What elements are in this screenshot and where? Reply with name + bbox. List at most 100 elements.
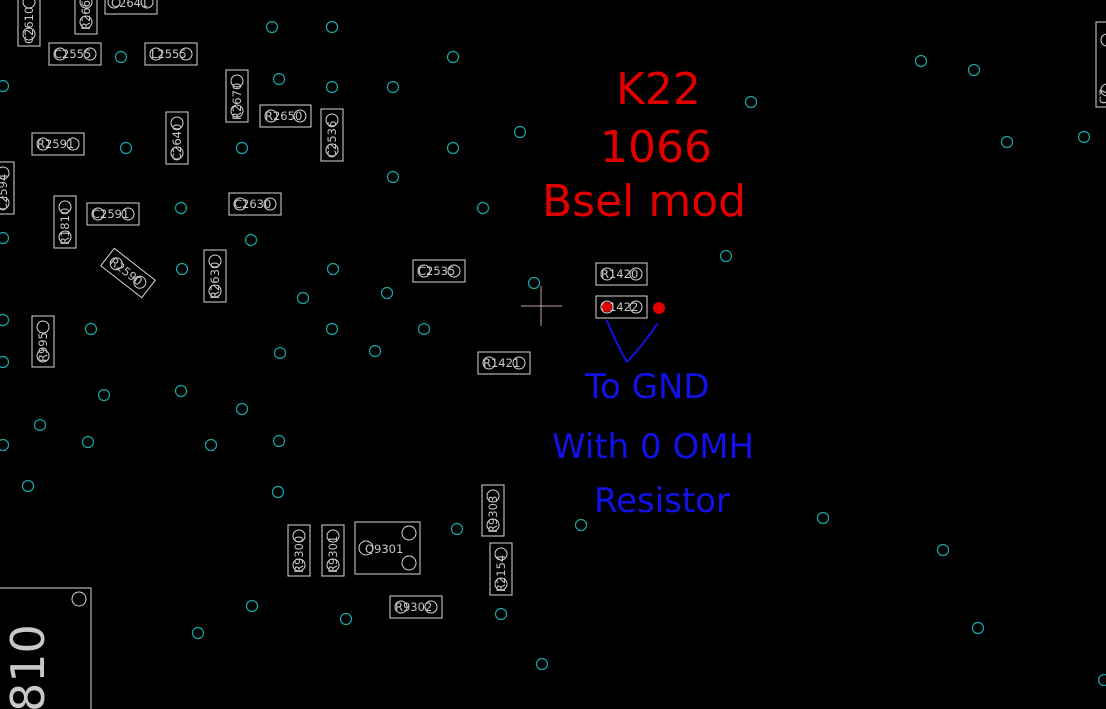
- component-c2591[interactable]: C2591: [86, 202, 140, 226]
- via: [0, 313, 10, 327]
- via: [417, 322, 431, 336]
- component-ic-810[interactable]: 810: [0, 587, 92, 709]
- component-r9302[interactable]: R9302: [389, 595, 443, 619]
- svg-text:R995: R995: [36, 332, 50, 362]
- via: [494, 607, 508, 621]
- component-r2650[interactable]: R2650: [259, 104, 312, 128]
- via: [21, 479, 35, 493]
- svg-text:C2535: C2535: [418, 264, 455, 278]
- component-r1810[interactable]: R1810: [53, 195, 77, 249]
- annotation-red-line-3: Bsel mod: [542, 176, 746, 227]
- via: [325, 80, 339, 94]
- via: [914, 54, 928, 68]
- via: [476, 201, 490, 215]
- svg-text:R2591: R2591: [37, 137, 74, 151]
- svg-text:R2650: R2650: [265, 109, 302, 123]
- svg-text:R2154: R2154: [494, 555, 508, 592]
- component-r9300[interactable]: R9300: [287, 524, 311, 577]
- via: [271, 485, 285, 499]
- svg-text:R2630: R2630: [208, 262, 222, 299]
- svg-text:C2594: C2594: [0, 174, 10, 211]
- component-r1420[interactable]: R1420: [595, 262, 648, 286]
- component-c2536[interactable]: C2536: [320, 108, 344, 162]
- via: [527, 276, 541, 290]
- svg-text:C7: C7: [1097, 89, 1106, 104]
- annotation-red: K22 1066 Bsel mod: [542, 64, 746, 314]
- svg-text:C2555: C2555: [54, 47, 91, 61]
- via: [174, 384, 188, 398]
- svg-text:R2590: R2590: [107, 255, 145, 289]
- via: [265, 20, 279, 34]
- component-l2555[interactable]: L2555: [144, 42, 198, 66]
- annotation-red-line-1: K22: [616, 64, 701, 115]
- component-c7[interactable]: C7: [1095, 21, 1106, 108]
- svg-text:R1421: R1421: [483, 356, 520, 370]
- via: [235, 141, 249, 155]
- component-r2591[interactable]: R2591: [31, 132, 85, 156]
- via: [0, 79, 10, 93]
- svg-text:R9303: R9303: [486, 496, 500, 533]
- component-c2555[interactable]: C2555: [48, 42, 102, 66]
- svg-text:C2591: C2591: [92, 207, 129, 221]
- via: [386, 170, 400, 184]
- via: [325, 322, 339, 336]
- via-field: [0, 20, 1106, 687]
- via: [114, 50, 128, 64]
- via: [1097, 673, 1106, 687]
- via: [380, 286, 394, 300]
- component-r9301[interactable]: R9301: [321, 524, 345, 577]
- via: [446, 50, 460, 64]
- component-q9301[interactable]: Q9301: [354, 521, 421, 575]
- via: [204, 438, 218, 452]
- component-r2630[interactable]: R2630: [203, 249, 227, 303]
- via: [272, 72, 286, 86]
- component-r2590[interactable]: R2590: [100, 247, 156, 299]
- via: [235, 402, 249, 416]
- component-c2630[interactable]: C2630: [228, 192, 282, 216]
- annotation-blue-line-3: Resistor: [594, 481, 730, 521]
- component-c2535[interactable]: C2535: [412, 259, 466, 283]
- via: [368, 344, 382, 358]
- svg-text:C2640: C2640: [170, 124, 184, 161]
- via: [386, 80, 400, 94]
- svg-text:C2641: C2641: [111, 0, 148, 10]
- via: [174, 201, 188, 215]
- via: [816, 511, 830, 525]
- svg-text:R9302: R9302: [395, 600, 432, 614]
- component-r2670[interactable]: R2670: [225, 69, 249, 123]
- svg-text:L2555: L2555: [151, 47, 187, 61]
- via: [84, 322, 98, 336]
- svg-text:R9301: R9301: [326, 536, 340, 573]
- component-c2641[interactable]: C2641: [104, 0, 158, 15]
- via: [574, 518, 588, 532]
- component-c2610[interactable]: C2610: [17, 0, 41, 47]
- via: [97, 388, 111, 402]
- via: [272, 434, 286, 448]
- via: [33, 418, 47, 432]
- component-r1421[interactable]: R1421: [477, 351, 531, 375]
- component-c2594[interactable]: C2594: [0, 161, 15, 215]
- svg-text:R9300: R9300: [292, 536, 306, 573]
- via: [191, 626, 205, 640]
- crosshair-cursor: [521, 286, 562, 326]
- svg-text:Q9301: Q9301: [365, 542, 403, 556]
- component-c2640[interactable]: C2640: [165, 111, 189, 165]
- component-r995[interactable]: R995: [31, 315, 55, 368]
- via: [535, 657, 549, 671]
- via: [744, 95, 758, 109]
- via: [967, 63, 981, 77]
- component-r2668[interactable]: R2668: [74, 0, 98, 35]
- via: [719, 249, 733, 263]
- component-r9303[interactable]: R9303: [481, 484, 505, 537]
- solder-mark-left: [602, 302, 612, 312]
- via: [1077, 130, 1091, 144]
- annotation-red-line-2: 1066: [600, 122, 712, 173]
- component-r2154[interactable]: R2154: [489, 542, 513, 596]
- via: [175, 262, 189, 276]
- svg-text:R1810: R1810: [58, 208, 72, 245]
- via: [244, 233, 258, 247]
- svg-text:810: 810: [1, 624, 55, 709]
- via: [513, 125, 527, 139]
- via: [296, 291, 310, 305]
